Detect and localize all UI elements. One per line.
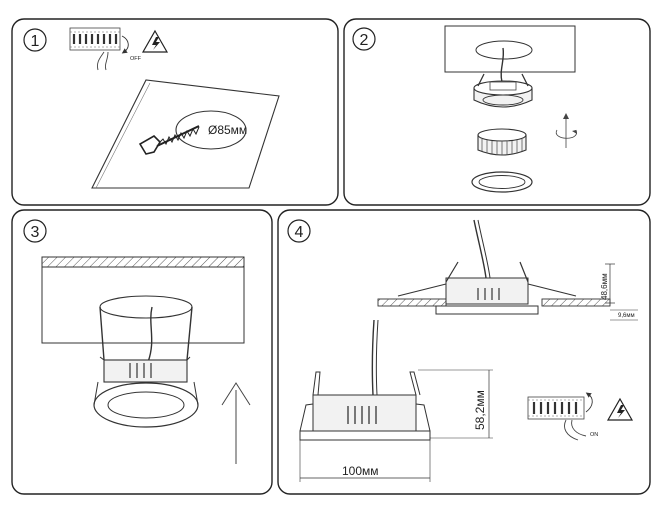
fixture-lifted bbox=[93, 295, 199, 428]
switch-on-label: ON bbox=[590, 432, 598, 438]
ceiling-hole bbox=[475, 40, 533, 60]
fixture-housing bbox=[473, 73, 533, 108]
switch-on-arrow-icon bbox=[585, 392, 593, 413]
dimension-total-width: 100мм bbox=[299, 440, 431, 482]
panel-1-number: 1 bbox=[31, 33, 40, 50]
switch-state-label: OFF bbox=[130, 56, 142, 62]
supply-wire bbox=[500, 47, 505, 83]
dimension-installed-height: 48,6мм bbox=[600, 263, 615, 304]
panel-4-border bbox=[277, 209, 651, 495]
circuit-breaker-on-icon bbox=[527, 396, 585, 420]
panel-3-number: 3 bbox=[31, 224, 40, 241]
switch-arrow-icon bbox=[121, 35, 129, 54]
panel-1-number-badge bbox=[23, 28, 47, 52]
cutout-hole bbox=[175, 110, 247, 150]
hand-on-icon bbox=[564, 419, 587, 441]
circuit-breaker-icon bbox=[69, 27, 121, 51]
panel-4-number-badge bbox=[287, 219, 311, 243]
panel-2-number: 2 bbox=[360, 32, 369, 49]
bezel-ring bbox=[471, 171, 533, 193]
bezel-thickness-label: 9,6мм bbox=[618, 313, 635, 319]
lightning-warning-icon bbox=[141, 29, 169, 53]
led-module bbox=[477, 128, 527, 156]
panel-1-border bbox=[11, 18, 339, 206]
rotate-arrow-icon bbox=[555, 113, 577, 148]
ceiling-hatched bbox=[41, 256, 245, 268]
panel-2-number-badge bbox=[352, 27, 376, 51]
panel-2-border bbox=[343, 18, 651, 206]
panel-4: 4 48,6мм 9,6мм bbox=[277, 209, 651, 495]
up-arrow-icon bbox=[221, 382, 251, 464]
installed-fixture bbox=[377, 219, 611, 315]
lightning-warning-on-icon bbox=[606, 397, 634, 421]
ceiling-section bbox=[444, 25, 576, 73]
panel-2: 2 bbox=[343, 18, 651, 206]
panel-4-number: 4 bbox=[295, 224, 304, 241]
panel-3-number-badge bbox=[23, 219, 47, 243]
ceiling-board bbox=[91, 79, 280, 189]
height-installed-label: 48,6мм bbox=[600, 273, 609, 300]
dimension-total-height: 58,2мм bbox=[418, 369, 493, 439]
panel-3: 3 bbox=[11, 209, 273, 495]
dimension-bezel: 9,6мм bbox=[610, 309, 638, 321]
hand-icon bbox=[97, 51, 109, 71]
hole-diameter-label: Ø85мм bbox=[208, 123, 247, 137]
panel-1: 1 OFF Ø85мм bbox=[11, 18, 339, 206]
ceiling-cavity bbox=[41, 266, 245, 344]
side-view-fixture bbox=[299, 319, 431, 441]
width-total-label: 100мм bbox=[342, 464, 379, 478]
panel-3-border bbox=[11, 209, 273, 495]
height-total-label: 58,2мм bbox=[473, 390, 487, 430]
hole-saw-icon bbox=[138, 125, 200, 155]
